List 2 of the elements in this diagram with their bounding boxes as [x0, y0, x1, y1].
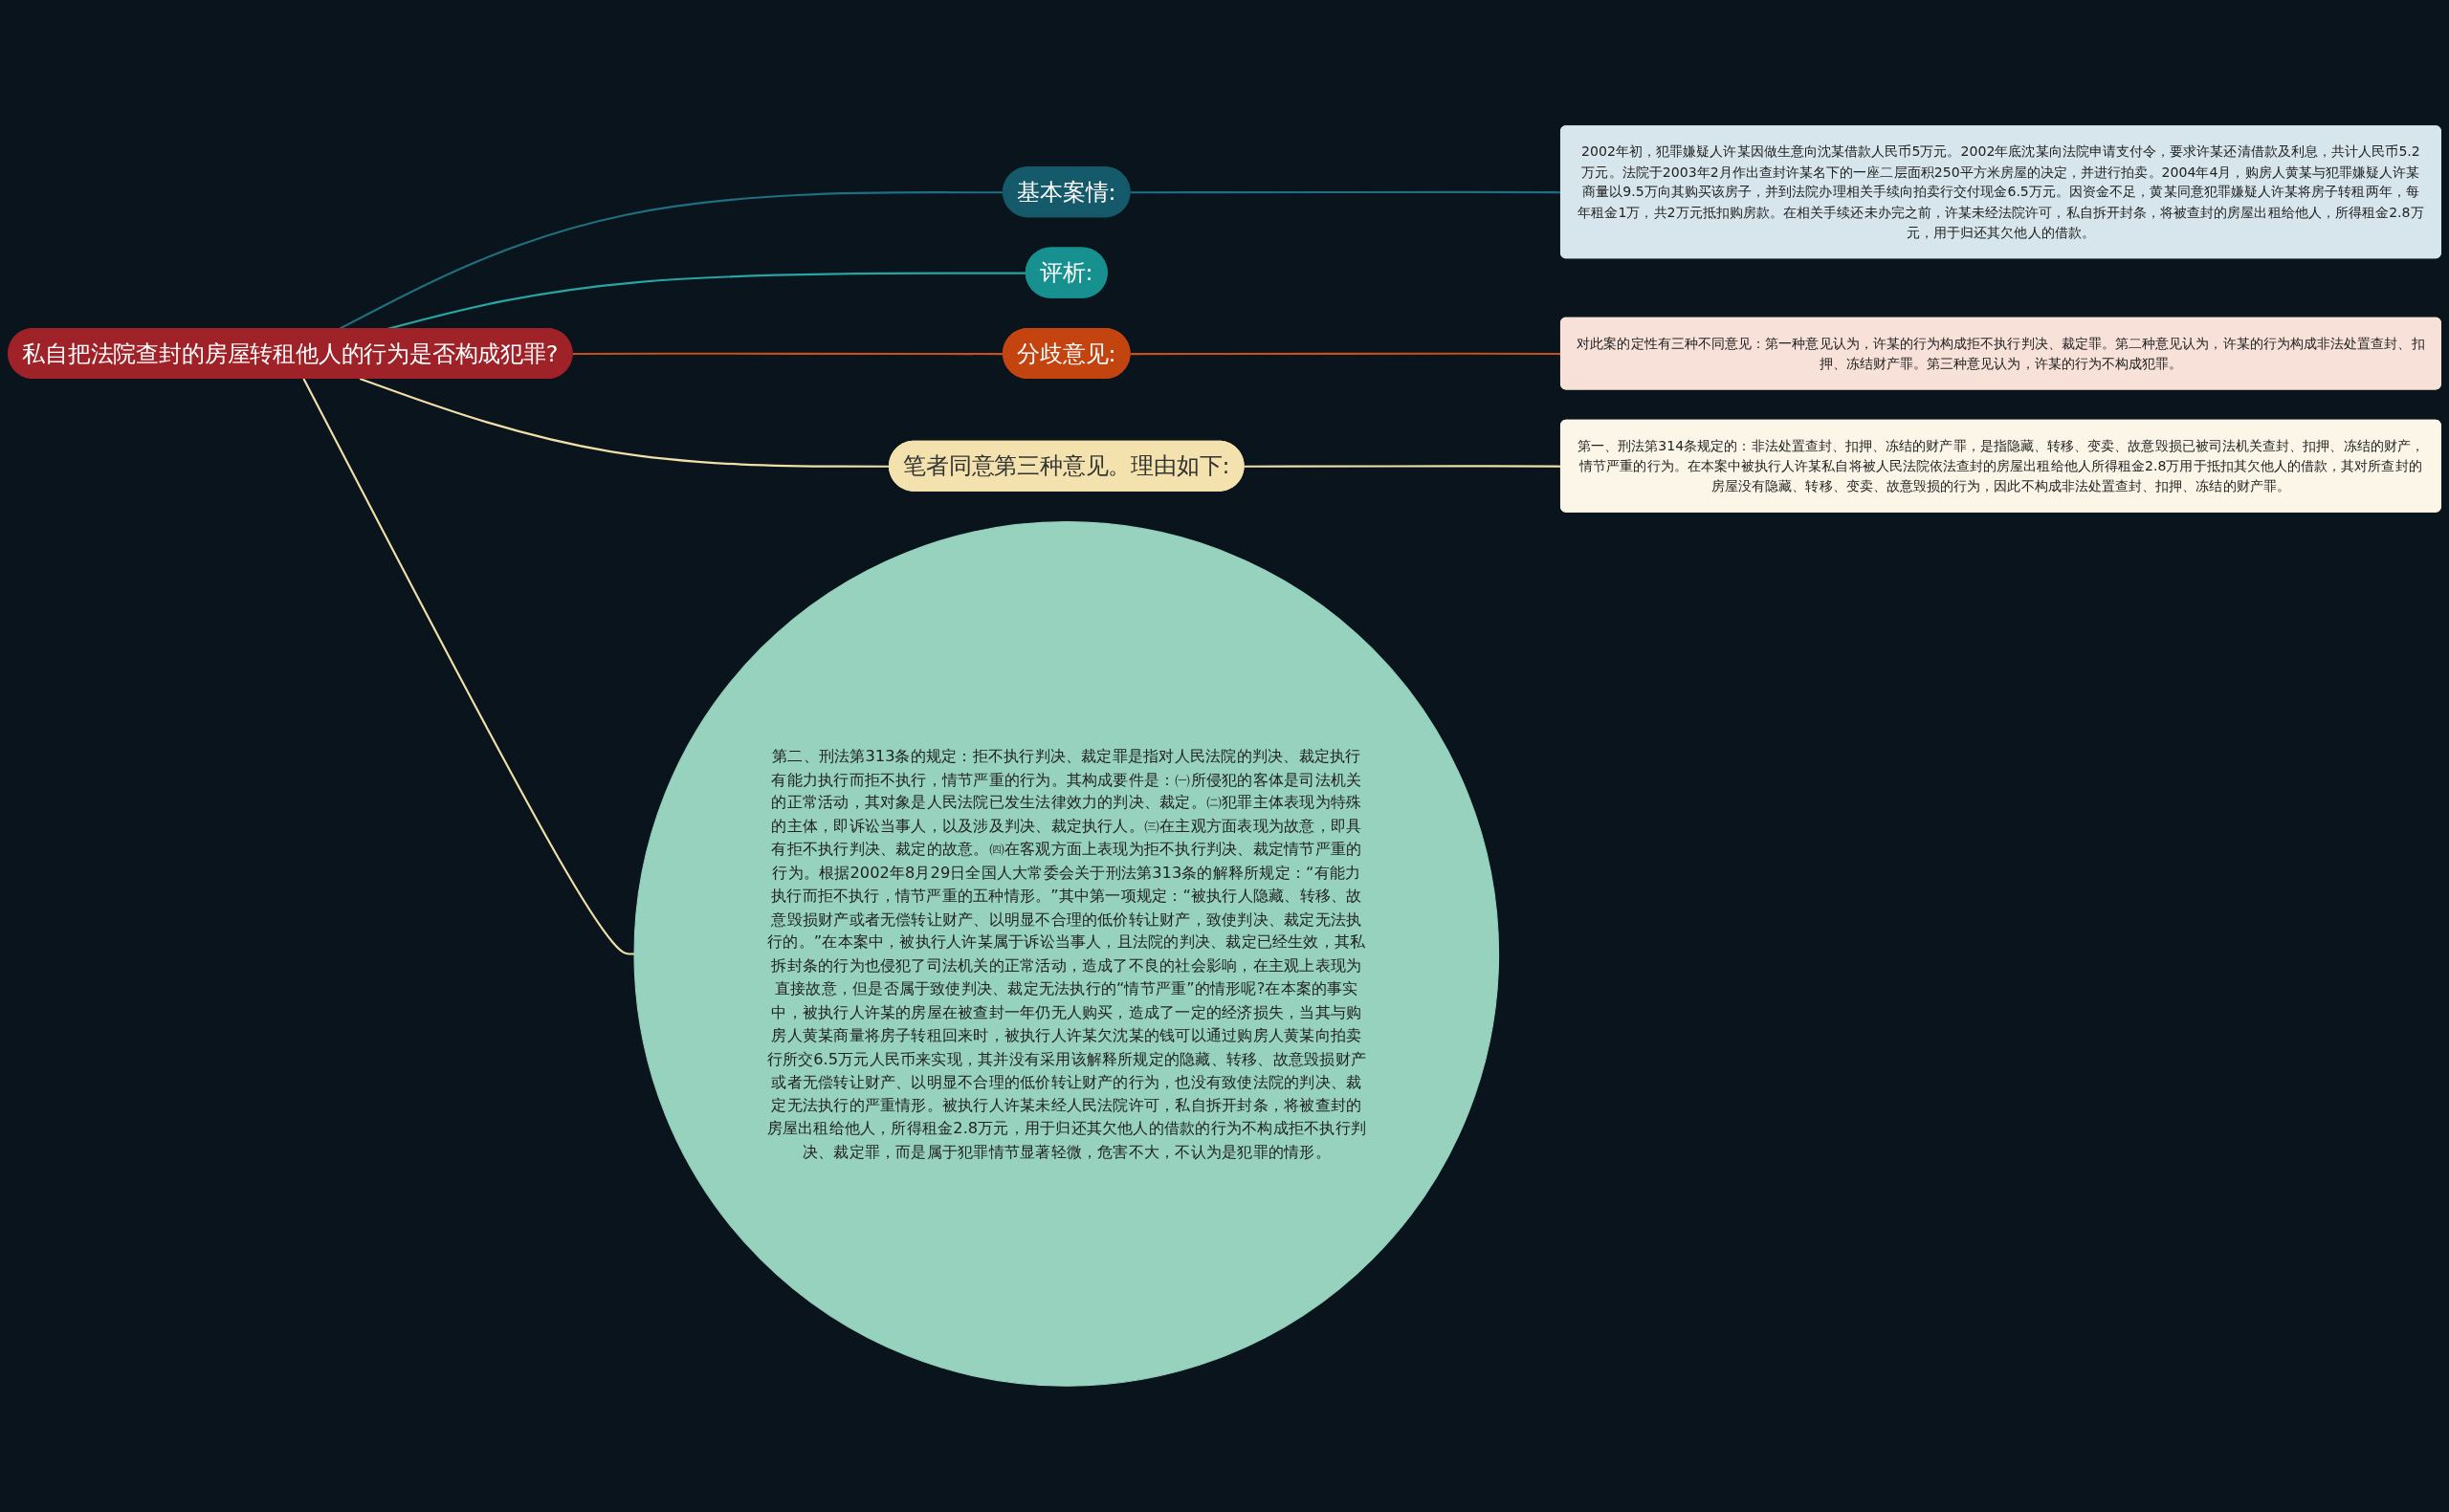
connector [302, 378, 634, 955]
node-circle: 第二、刑法第313条的规定：拒不执行判决、裁定罪是指对人民法院的判决、裁定执行有能力执行而拒不执行，情节严重的行为。其构成要件是：㈠所侵犯的客体是司法机关的正常活动，其对象是人民法院已发生法律效力的判决、裁定。㈡犯罪主体表现为特殊的主体，即诉讼当事人，以及涉及判决、裁定执行人。㈢在主观方面表现为故意，即具有拒不执行判决、裁定的故意。㈣在客观方面上表现为拒不执行判决、裁定情节严重的行为。根据2002年8月29日全国人大常委会关于刑法第313条的解释所规定：“有能力执行而拒不执行，情节严重的五种情形。”其中第一项规定：“被执行人隐藏、转移、故意毁损财产或者无偿转让财产、以明显不合理的低价转让财产，致使判决、裁定无法执行的。”在本案中，被执行人许某属于诉讼当事人，且法院的判决、裁定已经生效，其私拆封条的行为也侵犯了司法机关的正常活动，造成了不良的社会影响，在主观上表现为直接故意，但是否属于致使判决、裁定无法执行的“情节严重”的情形呢?在本案的事实中，被执行人许某的房屋在被查封一年仍无人购买，造成了一定的经济损失，当其与购房人黄某商量将房子转租回来时，被执行人许某欠沈某的钱可以通过购房人黄某向拍卖行所交6.5万元人民币来实现，其并没有采用该解释所规定的隐藏、转移、故意毁损财产或者无偿转让财产、以明显不合理的低价转让财产的行为，也没有致使法院的判决、裁定无法执行的严重情形。被执行人许某未经人民法院许可，私自拆开封条，将被查封的房屋出租给他人，所得租金2.8万元，用于归还其欠他人的借款的行为不构成拒不执行判决、裁定罪，而是属于犯罪情节显著轻微，危害不大，不认为是犯罪的情形。 [633, 521, 1500, 1387]
